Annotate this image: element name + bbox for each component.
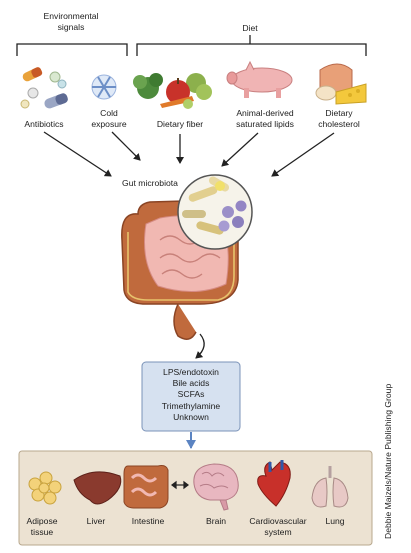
lung-label: Lung — [325, 516, 345, 526]
metabolite-item: Trimethylamine — [161, 400, 221, 411]
adipose-tissue-label: Adipose tissue — [26, 516, 58, 537]
dietary-cholesterol-label: Dietary cholesterol — [318, 108, 360, 129]
cholesterol-foods-icon — [315, 63, 367, 105]
metabolite-item: SCFAs — [177, 389, 205, 400]
dietary-fiber-label: Dietary fiber — [156, 119, 204, 129]
liver-icon — [73, 471, 122, 505]
gut-brain-double-arrow — [171, 480, 189, 490]
diet-label: Diet — [242, 23, 258, 33]
intestine-icon — [123, 465, 169, 509]
metabolite-list: LPS/endotoxin Bile acids SCFAs Trimethyl… — [143, 367, 239, 423]
liver-label: Liver — [86, 516, 106, 526]
diet-bracket — [136, 43, 367, 56]
cardiovascular-system-label: Cardiovascular system — [249, 516, 307, 537]
saturated-lipids-label: Animal-derived saturated lipids — [236, 108, 294, 129]
pills-icon — [20, 67, 68, 109]
metabolite-item: Unknown — [173, 411, 209, 422]
environmental-signals-label: Environmental signals — [43, 11, 99, 32]
lung-icon — [311, 466, 349, 508]
microbiota-magnifier — [177, 174, 253, 250]
image-credit: Debbie Maizels/Nature Publishing Group — [383, 383, 393, 539]
fiber-foods-icon — [133, 73, 212, 109]
environmental-bracket — [16, 43, 128, 56]
brain-label: Brain — [205, 516, 227, 526]
cold-exposure-label: Cold exposure — [91, 108, 127, 129]
gut-microbiota-label: Gut microbiota — [122, 178, 178, 188]
metabolite-box — [141, 361, 241, 432]
heart-icon — [257, 460, 291, 507]
input-arrows — [43, 131, 335, 177]
metabolite-item: Bile acids — [172, 378, 210, 389]
pig-icon — [226, 60, 293, 98]
adipose-icon — [28, 471, 62, 505]
intestine-label: Intestine — [131, 516, 165, 526]
snowflake-icon — [91, 74, 117, 100]
antibiotics-label: Antibiotics — [24, 119, 64, 129]
brain-icon — [193, 463, 239, 511]
metabolite-item: LPS/endotoxin — [163, 367, 219, 377]
gut-to-metabolites-arrow — [195, 333, 205, 359]
